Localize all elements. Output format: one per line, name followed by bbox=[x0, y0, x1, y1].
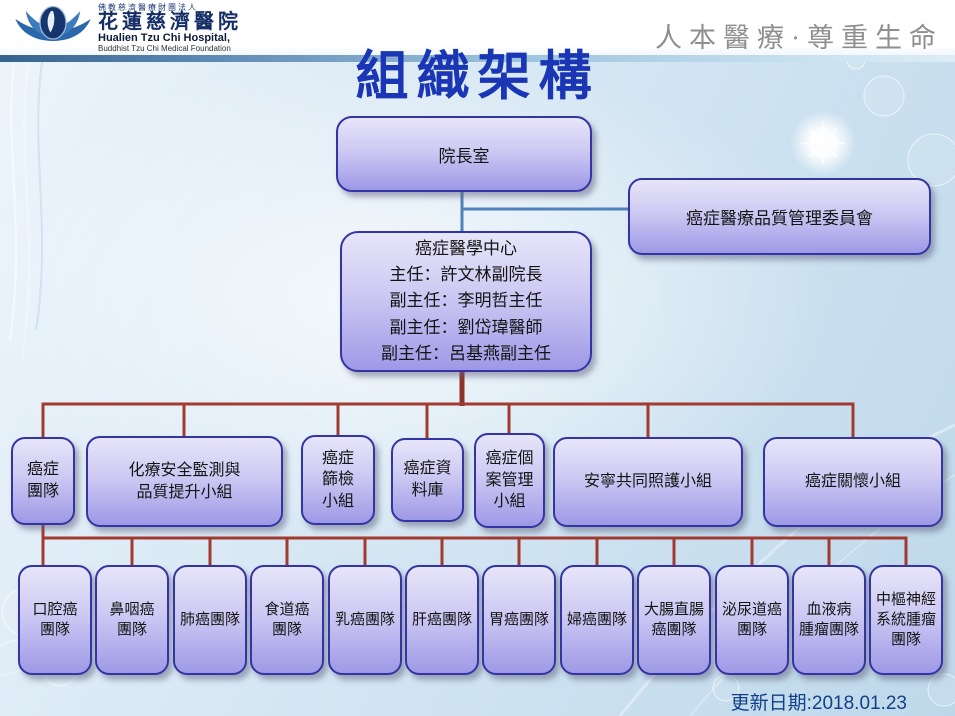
starburst-decoration bbox=[790, 110, 856, 176]
cancer-center-box: 癌症醫學中心 主任：許文林副院長 副主任：李明哲主任 副主任：劉岱瑋醫師 副主任… bbox=[340, 231, 592, 372]
cns-tumor-team-box: 中樞神經 系統腫瘤 團隊 bbox=[869, 565, 943, 675]
header-divider-bar bbox=[0, 55, 955, 62]
lotus-logo-icon bbox=[14, 2, 92, 55]
president-office-box: 院長室 bbox=[336, 116, 592, 192]
nasopharyngeal-cancer-team-box: 鼻咽癌 團隊 bbox=[95, 565, 169, 675]
logo-foundation-en: Buddhist Tzu Chi Medical Foundation bbox=[98, 43, 231, 53]
hematology-tumor-team-box: 血液病 腫瘤團隊 bbox=[792, 565, 866, 675]
cancer-care-group-box: 癌症關懷小組 bbox=[763, 437, 943, 527]
quality-committee-box: 癌症醫療品質管理委員會 bbox=[628, 178, 931, 255]
case-management-box: 癌症個 案管理 小組 bbox=[474, 433, 545, 528]
header-band bbox=[0, 0, 955, 56]
breast-cancer-team-box: 乳癌團隊 bbox=[328, 565, 402, 675]
page-title: 組織架構 bbox=[355, 47, 600, 106]
cancer-screening-box: 癌症 篩檢 小組 bbox=[301, 435, 375, 525]
colorectal-cancer-team-box: 大腸直腸 癌團隊 bbox=[637, 565, 711, 675]
logo-foundation-zh: 佛教慈濟醫療財團法人 bbox=[98, 2, 198, 12]
esophageal-cancer-team-box: 食道癌 團隊 bbox=[250, 565, 324, 675]
gastric-cancer-team-box: 胃癌團隊 bbox=[482, 565, 556, 675]
hospice-shared-care-box: 安寧共同照護小組 bbox=[553, 437, 743, 527]
cancer-registry-box: 癌症資 料庫 bbox=[391, 438, 464, 522]
oral-cancer-team-box: 口腔癌 團隊 bbox=[18, 565, 92, 675]
cancer-team-box: 癌症 團隊 bbox=[11, 437, 75, 525]
logo-hospital-zh: 花蓮慈濟醫院 bbox=[98, 11, 242, 34]
blue-connectors bbox=[460, 192, 631, 234]
hospital-logo: 佛教慈濟醫療財團法人 花蓮慈濟醫院 Hualien Tzu Chi Hospit… bbox=[14, 2, 242, 55]
liver-cancer-team-box: 肝癌團隊 bbox=[405, 565, 479, 675]
gynecologic-cancer-team-box: 婦癌團隊 bbox=[560, 565, 634, 675]
logo-hospital-en: Hualien Tzu Chi Hospital, bbox=[98, 32, 231, 45]
slogan-text: 人本醫療·尊重生命 bbox=[655, 23, 943, 53]
red-connectors bbox=[41, 371, 908, 567]
urologic-cancer-team-box: 泌尿道癌 團隊 bbox=[715, 565, 789, 675]
lung-cancer-team-box: 肺癌團隊 bbox=[173, 565, 247, 675]
update-date-text: 更新日期:2018.01.23 bbox=[730, 693, 907, 714]
chemo-safety-monitor-box: 化療安全監測與 品質提升小組 bbox=[86, 436, 283, 527]
